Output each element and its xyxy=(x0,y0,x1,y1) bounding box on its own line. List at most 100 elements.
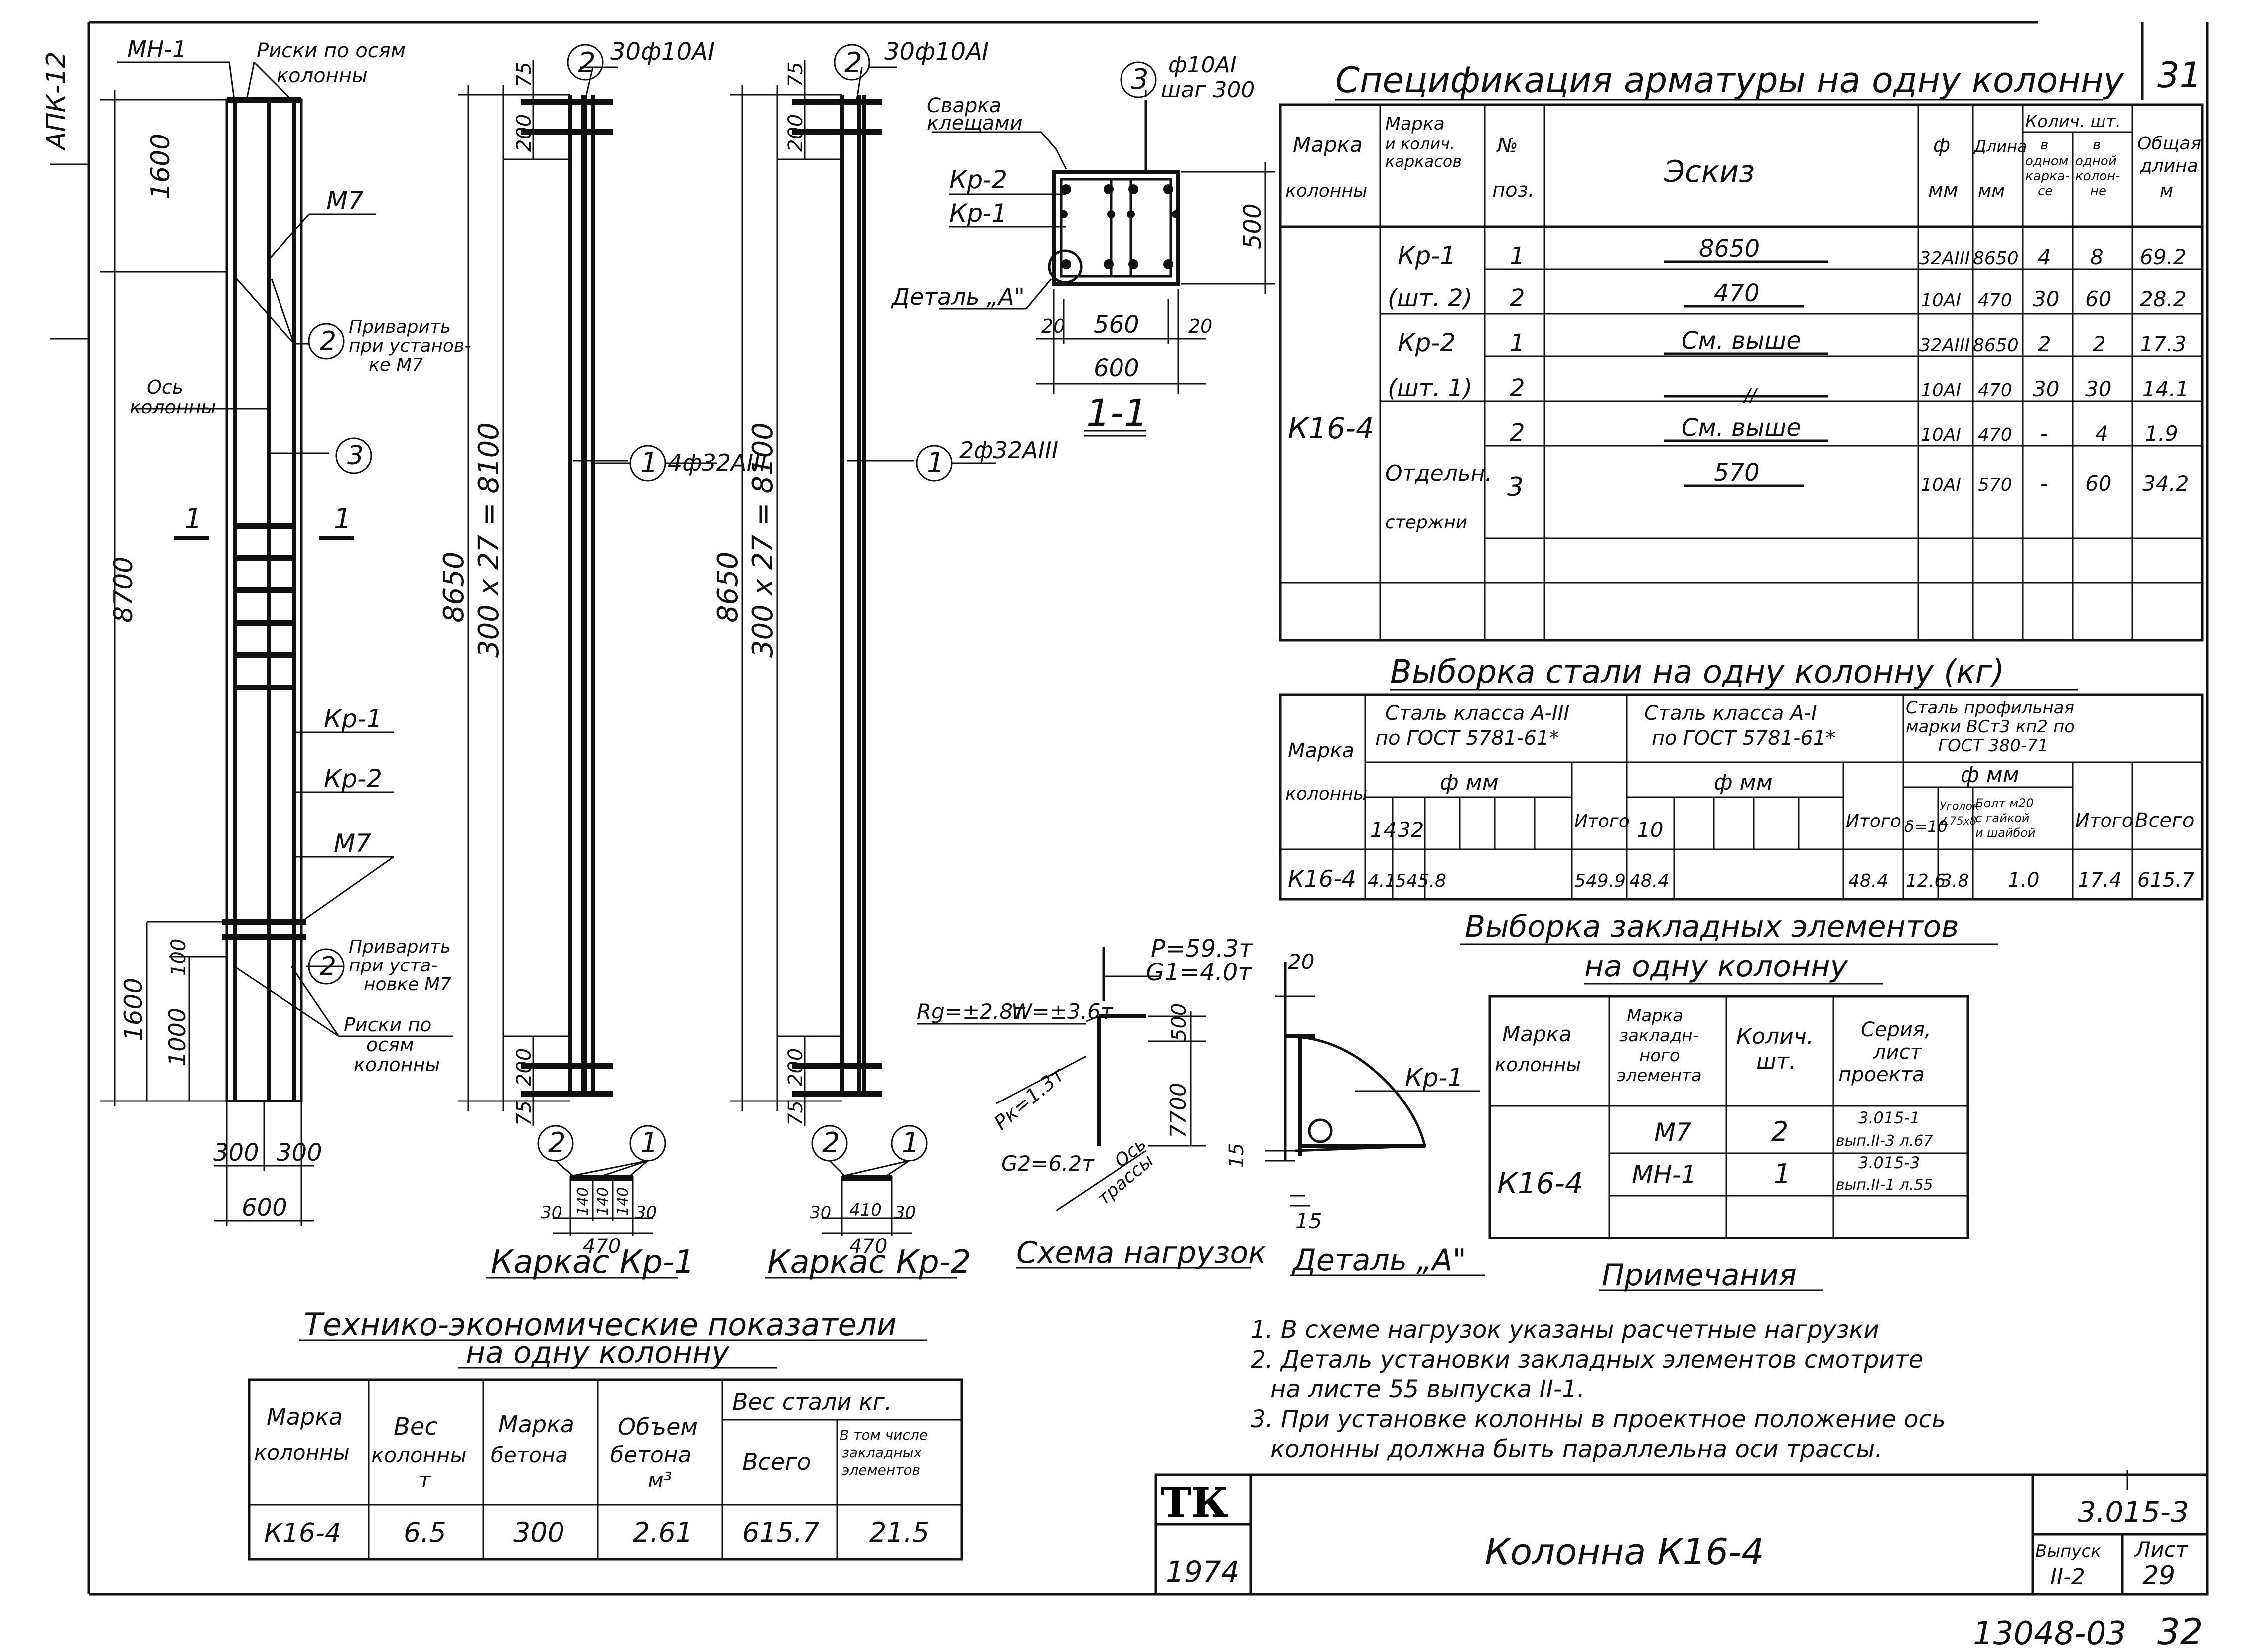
risks-bottom-3: колонны xyxy=(354,1054,440,1076)
section-dim-20-left: 20 xyxy=(1041,315,1065,337)
steel-row-d14: 4.1 xyxy=(1368,871,1396,891)
dim-600: 600 xyxy=(242,1194,287,1222)
embedded-title-1: Выборка закладных элементов xyxy=(1465,909,1959,944)
tech-title-2: на одну колонну xyxy=(466,1335,730,1370)
embedded-hdr-ser-2: лист xyxy=(1873,1041,1923,1064)
cage-kr1 xyxy=(458,44,717,1279)
tech-hdr-weight-2: колонны xyxy=(371,1443,467,1467)
embedded-hdr-qty-1: Колич. xyxy=(1736,1024,1814,1049)
tech-hdr-volume-1: Объем xyxy=(618,1413,698,1440)
spec-row-pos: 2 xyxy=(1510,284,1525,312)
kr2-dim-75-bottom: 75 xyxy=(784,1101,807,1126)
axis-label-1: Ось xyxy=(147,376,183,398)
tech-hdr-col-1: Марка xyxy=(267,1403,343,1430)
kp1-label: Кр-1 xyxy=(324,704,382,733)
steel-hdr-prof-1: Сталь профильная xyxy=(1906,698,2074,718)
load-w: W=±3.6т xyxy=(1011,999,1114,1024)
column-elevation xyxy=(100,61,453,1226)
spec-row-len: 470 xyxy=(1978,290,2012,311)
tech-row-embedded: 21.5 xyxy=(869,1517,929,1548)
steel-hdr-14: 14 xyxy=(1370,818,1397,842)
section-kp1: Кр-1 xyxy=(949,199,1007,228)
kr1-bar2: 30ф10АI xyxy=(610,38,715,66)
spec-hdr-cage-2: и колич. xyxy=(1385,135,1455,153)
spec-hdr-dia-1: ф xyxy=(1933,134,1950,157)
weld2-text-2: при уста- xyxy=(349,956,437,976)
steel-hdr-dmm-a3: ф мм xyxy=(1440,770,1499,795)
spec-row-pos: 2 xyxy=(1510,374,1525,402)
spec-hdr-qty-col-2: одной xyxy=(2075,154,2117,169)
kr1-dim-200-bottom: 200 xyxy=(513,1048,536,1086)
spec-row: Кр-1 1 8650 32АIII 8650 4 8 69.2 xyxy=(1398,235,2187,270)
title-block-text: ТК 1974 Колонна К16-4 3.015-3 Выпуск II-… xyxy=(1161,1479,2189,1591)
kr2-dim-8650: 8650 xyxy=(712,551,744,623)
column-elevation-labels: МН-1 Риски по осям колонны 1600 М7 2 При… xyxy=(109,36,471,1222)
title-block-sheet: 29 xyxy=(2142,1561,2175,1591)
section-step: шаг 300 xyxy=(1161,77,1255,103)
weld-pos-top: 2 xyxy=(320,326,336,356)
weld-text-2: при установ- xyxy=(349,336,471,356)
spec-row-dia: 32АIII xyxy=(1919,335,1970,356)
title-block-sheet-label: Лист xyxy=(2134,1537,2189,1562)
section-mark-right: 1 xyxy=(334,503,352,535)
tech-table-text: Технико-экономические показатели на одну… xyxy=(254,1306,929,1548)
spec-row-cage: Отдельн. xyxy=(1385,461,1492,486)
spec-row-n-col: 8 xyxy=(2090,245,2104,269)
embedded-row-qty: 2 xyxy=(1771,1116,1788,1147)
dim-8700: 8700 xyxy=(109,557,139,623)
steel-row-angle: 3.8 xyxy=(1941,871,1969,891)
kr1-bottom-pos2: 2 xyxy=(548,1127,566,1159)
spec-hdr-sketch: Эскиз xyxy=(1664,154,1755,189)
spec-row-cage: (шт. 1) xyxy=(1388,374,1472,402)
steel-hdr-col-2: колонны xyxy=(1285,784,1367,804)
kr1-dim-140-c: 140 xyxy=(614,1187,632,1216)
steel-hdr-32: 32 xyxy=(1398,818,1424,842)
spec-row-total: 28.2 xyxy=(2140,287,2187,311)
spec-hdr-total-1: Общая xyxy=(2137,134,2201,154)
tech-hdr-col-2: колонны xyxy=(254,1440,350,1465)
kr2-pos1: 1 xyxy=(927,447,945,479)
kr2-title: Каркас Кр-2 xyxy=(767,1244,971,1281)
spec-row-len: 470 xyxy=(1978,425,2012,445)
steel-hdr-bolt-2: с гайкой xyxy=(1975,811,2030,825)
spec-row-n-cage: 2 xyxy=(2038,332,2051,356)
spec-hdr-total-2: длина xyxy=(2139,156,2198,176)
load-title: Схема нагрузок xyxy=(1016,1236,1266,1270)
kr1-dim-140-b: 140 xyxy=(594,1187,612,1216)
tech-row-steel-total: 615.7 xyxy=(742,1517,820,1548)
dim-300-right: 300 xyxy=(277,1139,322,1167)
weld-pos-bottom: 2 xyxy=(320,952,336,981)
steel-hdr-a3-1: Сталь класса А-III xyxy=(1385,702,1569,725)
detail-dim-15-b: 15 xyxy=(1295,1209,1322,1233)
kr1-dim-470: 470 xyxy=(583,1235,621,1258)
spec-row-sketch: 8650 xyxy=(1699,235,1760,263)
spec-row-n-cage: 30 xyxy=(2033,377,2059,401)
kr2-bar1: 2ф32АIII xyxy=(959,437,1058,464)
risks-bottom-2: осям xyxy=(366,1034,414,1056)
kr1-title: Каркас Кр-1 xyxy=(491,1244,695,1281)
tech-row-volume: 2.61 xyxy=(633,1517,693,1548)
steel-hdr-bolt-1: Болт м20 xyxy=(1975,796,2034,810)
detail-dim-15-a: 15 xyxy=(1225,1143,1248,1168)
section-dim-500: 500 xyxy=(1239,203,1266,249)
tech-hdr-volume-3: м³ xyxy=(648,1468,672,1492)
spec-row-n-col: 2 xyxy=(2093,332,2106,356)
spec-row-dia: 10АI xyxy=(1921,475,1961,495)
bottom-code: 13048-03 xyxy=(1973,1615,2126,1652)
embedded-row-ser-1: 3.015-3 xyxy=(1858,1153,1920,1172)
spec-hdr-pos-1: № xyxy=(1496,134,1518,157)
kr2-dim-470: 470 xyxy=(849,1235,887,1258)
kr2-dim-30-right: 30 xyxy=(894,1203,916,1223)
notes-title: Примечания xyxy=(1602,1258,1797,1293)
kr1-dim-140-a: 140 xyxy=(574,1187,592,1216)
pos3-label: 3 xyxy=(347,441,364,471)
spec-hdr-qty: Колич. шт. xyxy=(2025,112,2121,132)
load-scheme-labels: P=59.3т G1=4.0т Rg=±2.8т W=±3.6т Pк=1.3т… xyxy=(917,935,1266,1270)
spec-hdr-len-1: Длина xyxy=(1973,137,2027,156)
spec-hdr-dia-2: мм xyxy=(1928,179,1958,202)
steel-row-d32: 545.8 xyxy=(1395,871,1446,891)
sheet-frame xyxy=(50,21,2209,1596)
embedded-hdr-qty-2: шт. xyxy=(1756,1049,1796,1074)
spec-hdr-qty-cage-1: в xyxy=(2040,137,2049,153)
